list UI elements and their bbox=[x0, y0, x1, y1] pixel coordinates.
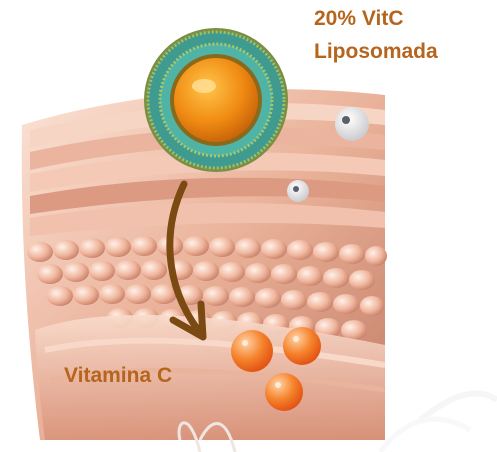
headline-line-2: Liposomada bbox=[314, 39, 438, 64]
liposome-icon bbox=[144, 28, 288, 172]
headline-line-1: 20% VitC bbox=[314, 6, 404, 31]
background-decoration bbox=[380, 393, 497, 452]
vitamin-c-label: Vitamina C bbox=[64, 363, 172, 388]
